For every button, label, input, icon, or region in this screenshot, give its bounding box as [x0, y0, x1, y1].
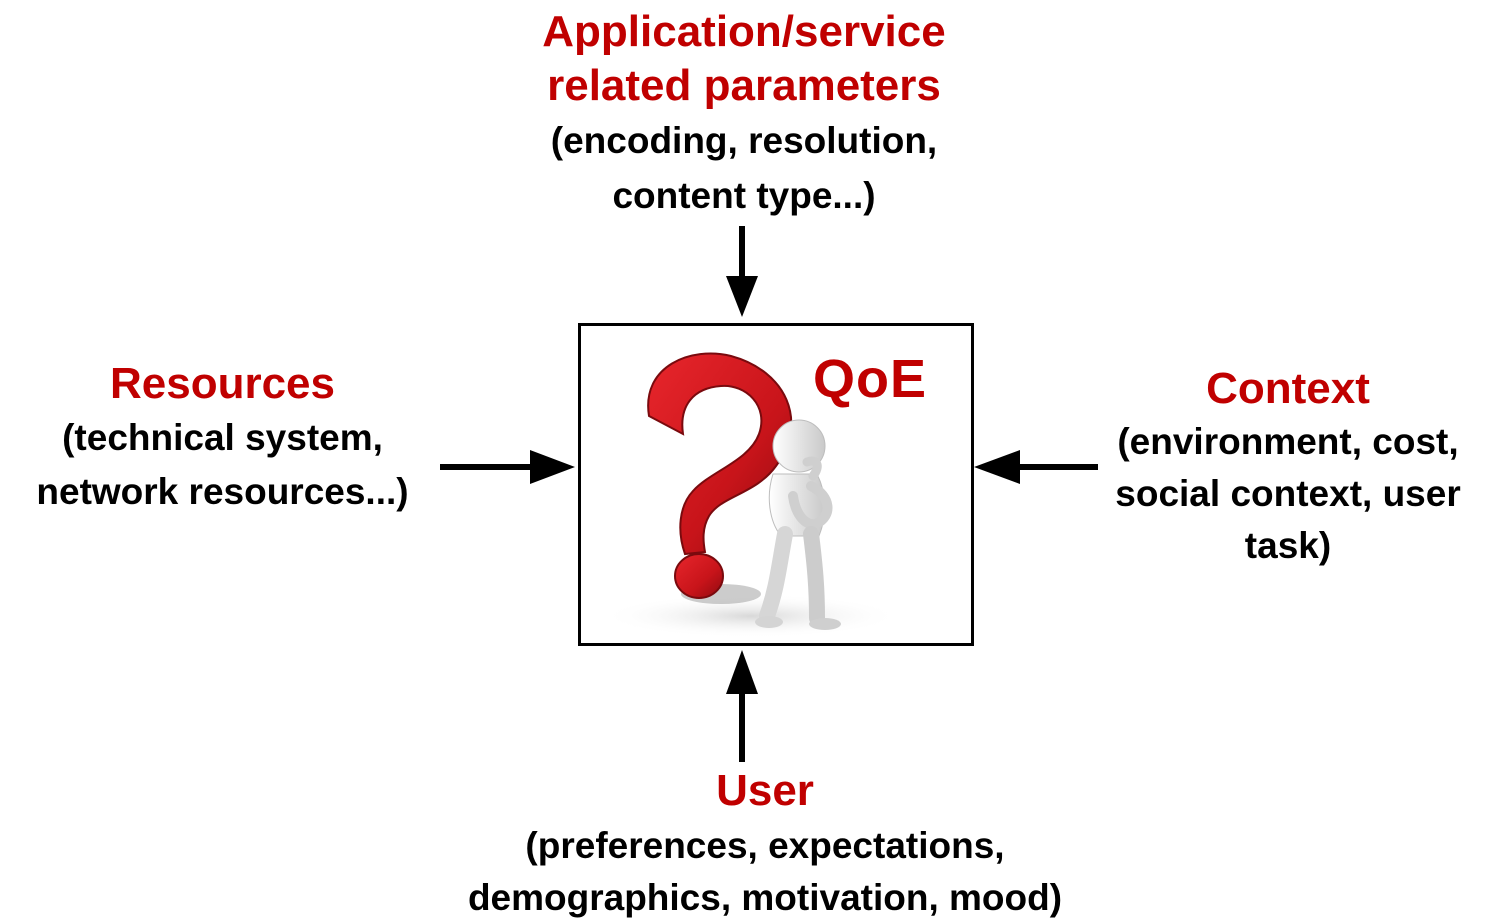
resources-detail-line-1: (technical system,	[62, 417, 383, 458]
application-service-block: Application/service related parameters (…	[444, 5, 1044, 223]
resources-title: Resources	[109, 359, 335, 408]
resources-detail-line-2: network resources...)	[36, 471, 409, 512]
thinking-figure	[755, 419, 841, 630]
user-block: User (preferences, expectations, demogra…	[395, 762, 1135, 924]
qoe-label: QoE	[813, 349, 928, 409]
context-detail-line-2: social context, user	[1115, 473, 1461, 514]
application-service-detail-line-2: content type...)	[612, 175, 876, 216]
qoe-box: QoE	[578, 323, 974, 646]
application-service-detail-line-1: (encoding, resolution,	[550, 120, 938, 161]
application-service-title-line-1: Application/service	[542, 7, 946, 56]
context-title: Context	[1206, 364, 1370, 413]
arrow-right-left	[974, 450, 1098, 484]
context-detail-line-3: task)	[1244, 525, 1332, 566]
arrow-bottom-up	[726, 650, 758, 762]
application-service-title-line-2: related parameters	[547, 61, 941, 110]
question-mark-thinking-figure-icon	[601, 352, 901, 638]
arrow-top-down	[726, 226, 758, 317]
resources-block: Resources (technical system, network res…	[0, 357, 445, 519]
context-detail-line-1: (environment, cost,	[1117, 421, 1459, 462]
user-detail-line-1: (preferences, expectations,	[525, 825, 1005, 866]
context-block: Context (environment, cost, social conte…	[1088, 362, 1488, 572]
arrow-left-right	[440, 450, 575, 484]
user-title: User	[716, 766, 814, 815]
user-detail-line-2: demographics, motivation, mood)	[467, 877, 1063, 918]
